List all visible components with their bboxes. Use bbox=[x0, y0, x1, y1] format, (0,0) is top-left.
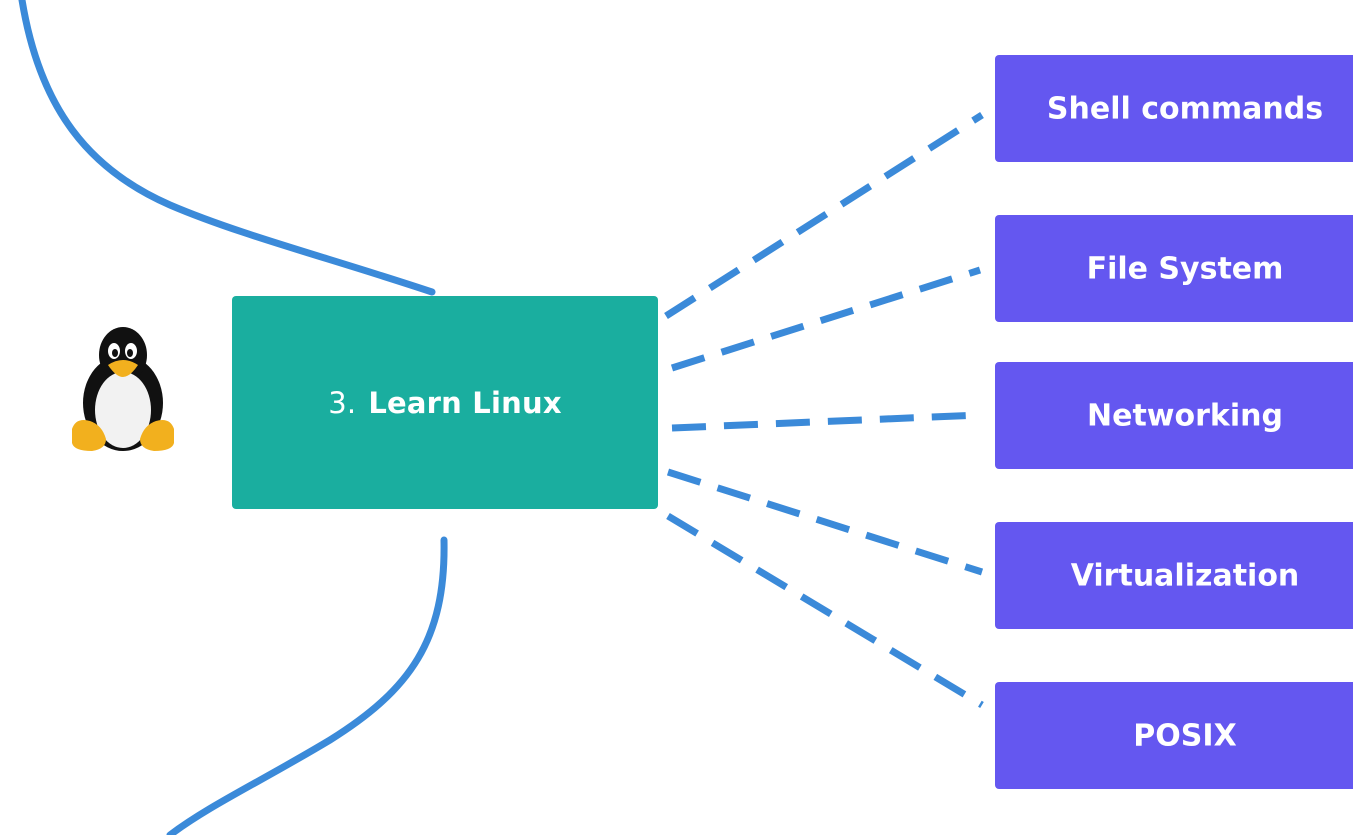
topic-networking[interactable]: Networking bbox=[995, 362, 1353, 469]
topic-shell-commands[interactable]: Shell commands bbox=[995, 55, 1353, 162]
connector-networking bbox=[671, 411, 981, 432]
connector-posix bbox=[666, 513, 984, 708]
learn-linux-node[interactable]: 3. Learn Linux bbox=[232, 296, 658, 509]
tux-penguin-icon bbox=[72, 327, 174, 451]
topic-label: POSIX bbox=[1133, 718, 1237, 753]
topic-label: File System bbox=[1086, 251, 1284, 286]
roadmap-path-in bbox=[18, 0, 436, 296]
topic-label: Shell commands bbox=[1046, 91, 1324, 126]
topic-virtualization[interactable]: Virtualization bbox=[995, 522, 1353, 629]
topic-posix[interactable]: POSIX bbox=[995, 682, 1353, 789]
topic-file-system[interactable]: File System bbox=[995, 215, 1353, 322]
connector-virtualization bbox=[666, 468, 984, 576]
step-number: 3. bbox=[328, 385, 357, 420]
roadmap-path-out bbox=[166, 536, 448, 835]
topic-label: Virtualization bbox=[1070, 558, 1300, 593]
connector-shell-commands bbox=[664, 112, 984, 319]
topic-label: Networking bbox=[1087, 398, 1283, 433]
main-node-title: Learn Linux bbox=[368, 385, 562, 420]
connector-file-system bbox=[670, 266, 982, 372]
